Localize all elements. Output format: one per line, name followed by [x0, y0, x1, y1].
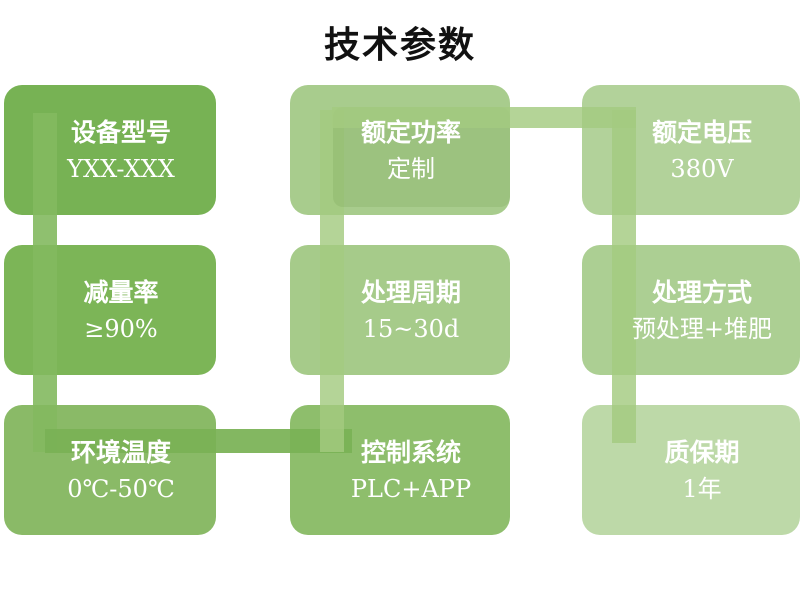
- param-value: 380V: [670, 154, 734, 183]
- param-title: 处理方式: [651, 277, 752, 307]
- param-card-processing-cycle: 处理周期 15~30d: [290, 245, 510, 375]
- param-value: 定制: [387, 154, 435, 183]
- param-value: PLC+APP: [350, 474, 472, 503]
- param-title: 质保期: [664, 437, 740, 467]
- param-card-rated-power: 额定功率 定制: [290, 85, 510, 215]
- param-title: 处理周期: [360, 277, 461, 307]
- param-card-ambient-temperature: 环境温度 0℃-50℃: [4, 405, 216, 535]
- card-text: 控制系统 PLC+APP: [290, 405, 510, 535]
- param-card-processing-method: 处理方式 预处理+堆肥: [582, 245, 800, 375]
- param-title: 减量率: [83, 277, 159, 307]
- param-title: 控制系统: [360, 437, 461, 467]
- param-title: 额定功率: [360, 117, 461, 147]
- param-card-control-system: 控制系统 PLC+APP: [290, 405, 510, 535]
- param-value: ≥90%: [84, 314, 158, 343]
- card-text: 处理周期 15~30d: [290, 245, 510, 375]
- param-card-rated-voltage: 额定电压 380V: [582, 85, 800, 215]
- param-value: 15~30d: [362, 314, 460, 343]
- card-text: 处理方式 预处理+堆肥: [582, 245, 800, 375]
- param-title: 环境温度: [70, 437, 171, 467]
- param-value: 1年: [682, 474, 722, 503]
- param-card-warranty-period: 质保期 1年: [582, 405, 800, 535]
- page-title: 技术参数: [323, 25, 476, 66]
- card-text: 额定功率 定制: [290, 85, 510, 215]
- param-card-device-model: 设备型号 YXX-XXX: [4, 85, 216, 215]
- card-text: 质保期 1年: [582, 405, 800, 535]
- param-value: 0℃-50℃: [67, 474, 175, 503]
- param-value: 预处理+堆肥: [631, 314, 773, 343]
- param-card-reduction-rate: 减量率 ≥90%: [4, 245, 216, 375]
- card-text: 设备型号 YXX-XXX: [4, 85, 216, 215]
- param-title: 设备型号: [70, 117, 171, 147]
- card-text: 减量率 ≥90%: [4, 245, 216, 375]
- card-text: 额定电压 380V: [582, 85, 800, 215]
- param-value: YXX-XXX: [67, 154, 175, 183]
- param-title: 额定电压: [651, 117, 752, 147]
- card-text: 环境温度 0℃-50℃: [4, 405, 216, 535]
